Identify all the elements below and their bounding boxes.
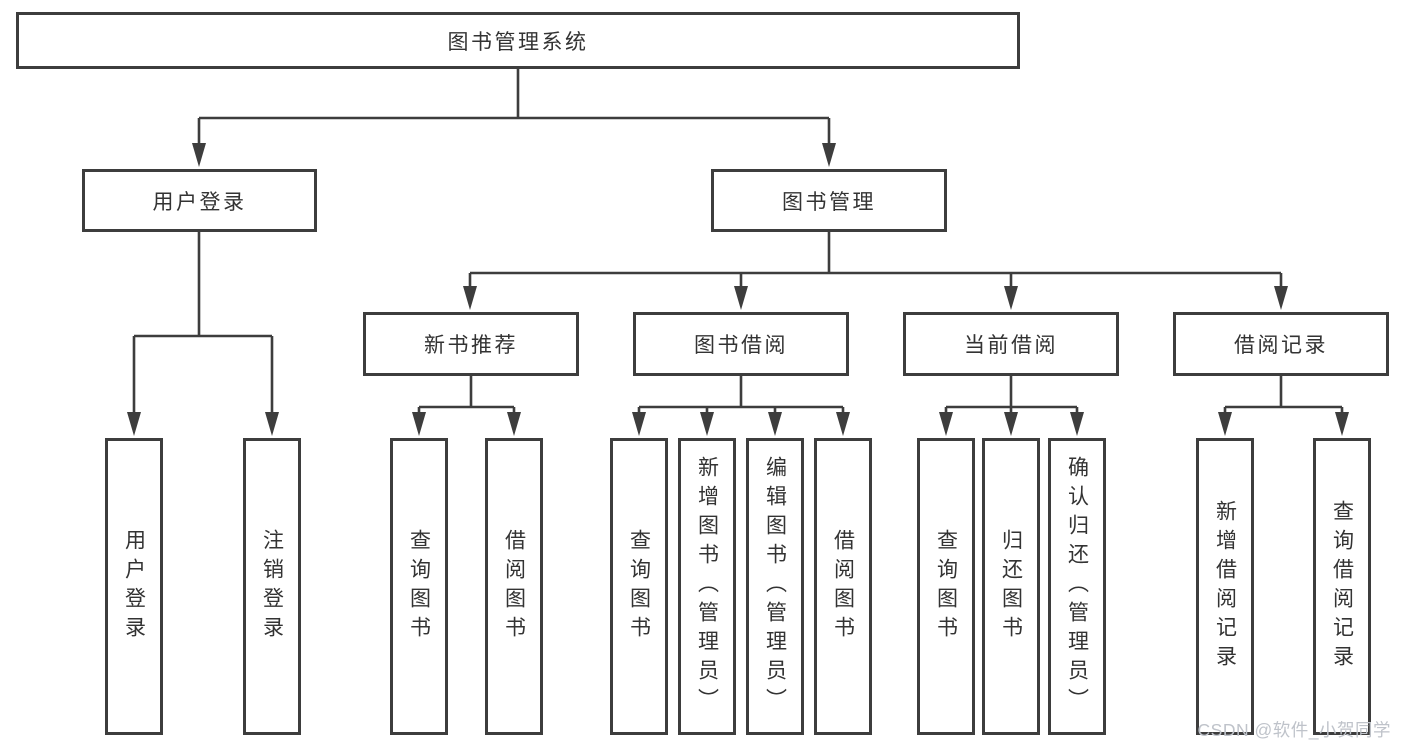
- leaf-query-books-current: 查询图书: [917, 438, 975, 735]
- node-root: 图书管理系统: [16, 12, 1020, 69]
- leaf-borrow-books-recommend-label: 借阅图书: [502, 528, 526, 645]
- leaf-query-books-borrow-label: 查询图书: [627, 528, 651, 645]
- node-book-borrow-label: 图书借阅: [694, 334, 788, 357]
- leaf-return-book: 归还图书: [982, 438, 1040, 735]
- leaf-query-books-recommend: 查询图书: [390, 438, 448, 735]
- leaf-add-book-admin: 新增图书（管理员）: [678, 438, 736, 735]
- leaf-edit-book-admin: 编辑图书（管理员）: [746, 438, 804, 735]
- node-user-login-label: 用户登录: [152, 190, 247, 214]
- node-borrow-records-label: 借阅记录: [1234, 334, 1328, 357]
- leaf-query-borrow-record: 查询借阅记录: [1313, 438, 1371, 735]
- leaf-borrow-books-label: 借阅图书: [831, 528, 855, 645]
- leaf-query-books-recommend-label: 查询图书: [407, 528, 431, 645]
- leaf-add-book-admin-label: 新增图书（管理员）: [695, 456, 719, 717]
- leaf-add-borrow-record-label: 新增借阅记录: [1213, 499, 1237, 674]
- node-new-book-recommend: 新书推荐: [363, 312, 579, 376]
- leaf-query-books-current-label: 查询图书: [934, 528, 958, 645]
- leaf-return-book-label: 归还图书: [999, 528, 1023, 645]
- node-book-management-label: 图书管理: [782, 190, 876, 214]
- node-book-management: 图书管理: [711, 169, 947, 232]
- leaf-query-borrow-record-label: 查询借阅记录: [1330, 499, 1354, 674]
- leaf-confirm-return-admin: 确认归还（管理员）: [1048, 438, 1106, 735]
- leaf-add-borrow-record: 新增借阅记录: [1196, 438, 1254, 735]
- leaf-logout-label: 注销登录: [260, 528, 284, 645]
- node-book-borrow: 图书借阅: [633, 312, 849, 376]
- leaf-user-login: 用户登录: [105, 438, 163, 735]
- node-root-label: 图书管理系统: [447, 30, 589, 54]
- leaf-confirm-return-admin-label: 确认归还（管理员）: [1065, 456, 1089, 717]
- node-user-login: 用户登录: [82, 169, 317, 232]
- node-borrow-records: 借阅记录: [1173, 312, 1389, 376]
- leaf-query-books-borrow: 查询图书: [610, 438, 668, 735]
- leaf-borrow-books: 借阅图书: [814, 438, 872, 735]
- leaf-edit-book-admin-label: 编辑图书（管理员）: [763, 456, 787, 717]
- node-current-borrow: 当前借阅: [903, 312, 1119, 376]
- node-current-borrow-label: 当前借阅: [964, 334, 1058, 357]
- leaf-user-login-label: 用户登录: [122, 528, 146, 645]
- leaf-borrow-books-recommend: 借阅图书: [485, 438, 543, 735]
- leaf-logout: 注销登录: [243, 438, 301, 735]
- node-new-book-recommend-label: 新书推荐: [424, 334, 518, 357]
